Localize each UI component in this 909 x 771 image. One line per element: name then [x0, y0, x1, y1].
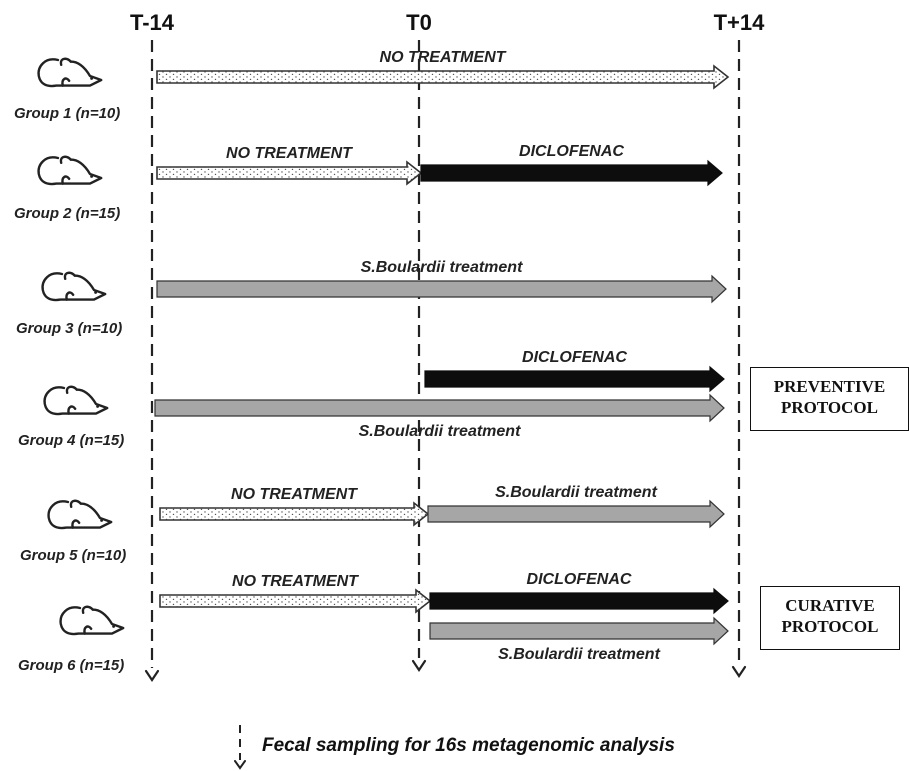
group-6-none-arrow: [159, 588, 432, 614]
preventive-protocol-line2: PROTOCOL: [781, 398, 878, 417]
timepoint-t-minus-14: T-14: [130, 10, 175, 35]
t-plus-14-down-arrow-icon: [731, 665, 747, 678]
preventive-protocol-box: PREVENTIVE PROTOCOL: [750, 367, 909, 431]
curative-protocol-line2: PROTOCOL: [781, 617, 879, 636]
curative-protocol-box: CURATIVE PROTOCOL: [760, 586, 900, 650]
group-2-none-label: NO TREATMENT: [226, 145, 353, 162]
group-6-diclofenac-label: DICLOFENAC: [527, 571, 632, 588]
group-2-none-arrow: [156, 160, 423, 186]
mouse-icon: [43, 385, 109, 416]
group-1-label: Group 1 (n=10): [14, 105, 120, 122]
timepoint-t0: T0: [406, 10, 432, 35]
group-2-diclofenac-label: DICLOFENAC: [519, 143, 624, 160]
group-2-label: Group 2 (n=15): [14, 205, 120, 222]
treatment-arrows: NO TREATMENT NO TREATMENT DICLOFENAC S.Boul…: [154, 49, 730, 663]
group-3: Group 3 (n=10): [16, 271, 122, 337]
group-5-boulardii-label: S.Boulardii treatment: [495, 484, 657, 501]
group-4-label: Group 4 (n=15): [18, 432, 124, 449]
group-1: Group 1 (n=10): [14, 57, 120, 122]
timepoint-t-plus-14: T+14: [714, 10, 766, 35]
group-2-diclofenac-arrow: [420, 159, 723, 187]
group-4: Group 4 (n=15): [18, 385, 124, 449]
group-4-diclofenac-arrow: [424, 365, 725, 393]
legend: Fecal sampling for 16s metagenomic analy…: [234, 725, 675, 770]
group-3-boulardii-arrow: [156, 274, 727, 304]
group-5-none-label: NO TREATMENT: [231, 486, 358, 503]
t-minus-14-down-arrow-icon: [144, 669, 160, 682]
group-5-label: Group 5 (n=10): [20, 547, 126, 564]
group-4-boulardii-arrow: [154, 393, 725, 423]
mouse-icon: [59, 605, 125, 636]
mouse-icon: [37, 57, 103, 88]
down-arrow-icon: [234, 760, 246, 770]
group-5-none-arrow: [159, 501, 430, 527]
group-2: Group 2 (n=15): [14, 155, 120, 222]
mouse-icon: [41, 271, 107, 302]
time-lines: [150, 40, 741, 668]
group-3-label: Group 3 (n=10): [16, 320, 122, 337]
curative-protocol-line1: CURATIVE: [785, 596, 875, 615]
group-1-none-arrow: [156, 64, 730, 90]
group-6-none-label: NO TREATMENT: [232, 573, 359, 590]
group-1-none-label: NO TREATMENT: [380, 49, 507, 66]
group-3-boulardii-label: S.Boulardii treatment: [361, 259, 523, 276]
mouse-icon: [47, 499, 113, 530]
t0-down-arrow-icon: [411, 659, 427, 672]
mouse-icon: [37, 155, 103, 186]
group-6-diclofenac-arrow: [429, 587, 729, 615]
group-6-boulardii-label: S.Boulardii treatment: [498, 646, 660, 663]
legend-text: Fecal sampling for 16s metagenomic analy…: [262, 735, 675, 756]
group-5: Group 5 (n=10): [20, 499, 126, 564]
group-4-boulardii-label: S.Boulardii treatment: [359, 423, 521, 440]
preventive-protocol-line1: PREVENTIVE: [773, 377, 886, 396]
group-6-boulardii-arrow: [429, 616, 729, 646]
group-6: Group 6 (n=15): [18, 605, 125, 674]
group-6-label: Group 6 (n=15): [18, 657, 124, 674]
group-5-boulardii-arrow: [427, 499, 725, 529]
time-line-arrowheads: [144, 659, 747, 682]
group-4-diclofenac-label: DICLOFENAC: [522, 349, 627, 366]
